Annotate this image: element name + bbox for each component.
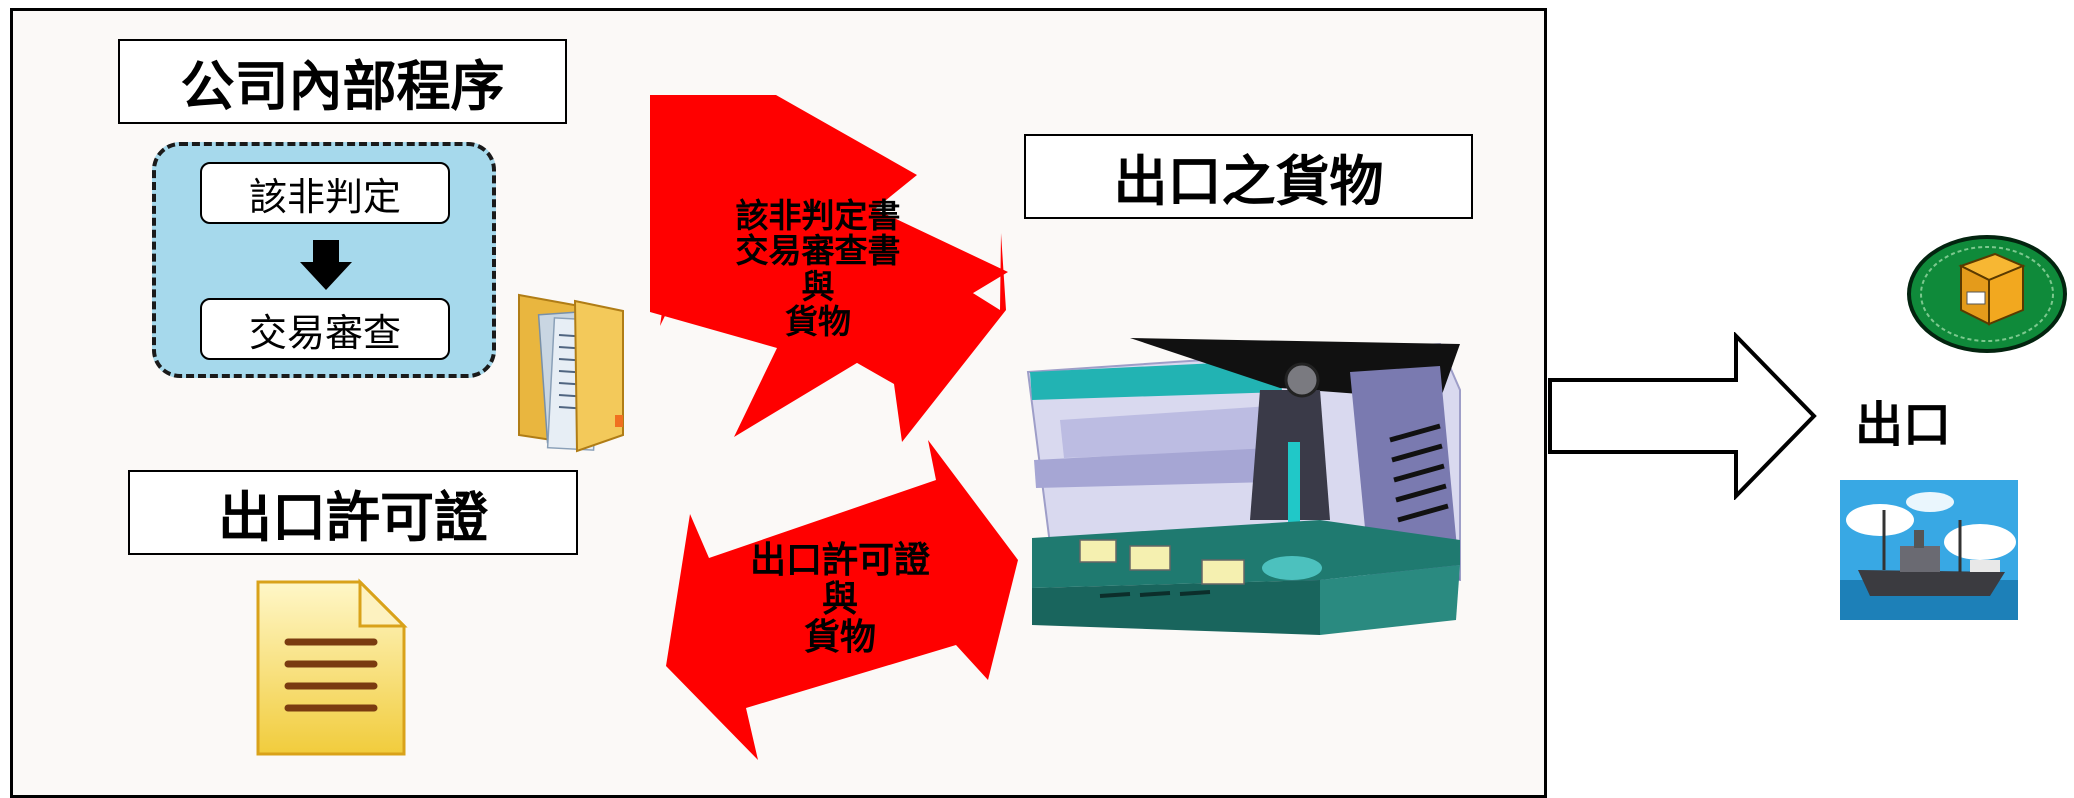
folder-icon: [518, 293, 624, 453]
arrow-bottom-label: 出口許可證 與 貨物: [749, 540, 930, 659]
arrow-top-label: 該非判定書 交易審查書 與 貨物: [735, 196, 901, 341]
internal-procedure-title: 公司內部程序: [118, 39, 567, 124]
down-arrow-icon: [300, 240, 352, 290]
step-transaction-review: 交易審查: [200, 298, 450, 360]
process-flow-box: 該非判定 交易審查: [152, 142, 496, 378]
export-label: 出口: [1855, 397, 1952, 453]
step-classification: 該非判定: [200, 162, 450, 224]
top-red-arrow: [660, 101, 1006, 442]
export-arrow-icon: [1548, 332, 1817, 500]
export-goods-title: 出口之貨物: [1024, 134, 1473, 219]
export-license-title: 出口許可證: [128, 470, 578, 555]
manufacturing-machine-icon: [1026, 338, 1461, 635]
bottom-red-arrow: [666, 440, 1018, 760]
cargo-ship-icon: [1840, 480, 2018, 620]
package-seal-icon: [1907, 235, 2067, 353]
document-icon: [256, 578, 408, 756]
